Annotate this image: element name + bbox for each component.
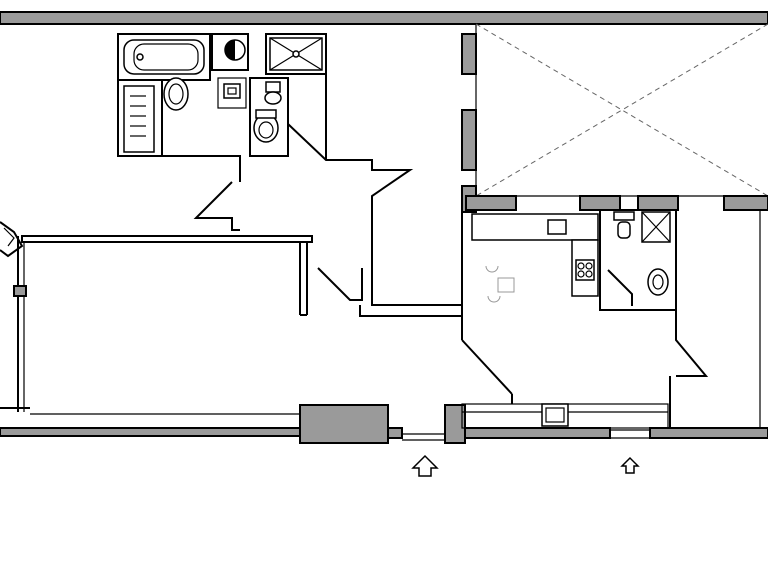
kitchen-counter-top — [471, 213, 599, 241]
corridor — [193, 121, 462, 317]
bathroom-sink-icon — [163, 77, 189, 111]
boiler-icon — [223, 83, 241, 99]
hall-wall-2 — [287, 121, 462, 306]
wc — [249, 77, 289, 157]
bay-window-glazing — [3, 227, 15, 247]
kitchen-top-wall-c — [637, 195, 679, 211]
bathtub-drain-icon — [136, 53, 144, 61]
washer-drum-icon — [225, 40, 235, 60]
right-wet-room-door-swing — [607, 269, 633, 306]
bay-window-frame — [0, 221, 24, 258]
bottom-exterior-wall-left — [0, 427, 301, 437]
boiler-panel — [227, 87, 237, 95]
bathroom-inner-wall — [161, 80, 210, 157]
right-shower-diag-2 — [641, 211, 671, 243]
bay-window — [0, 221, 24, 258]
bathtub-inner — [133, 43, 199, 71]
kitchen-top-wall-a — [465, 195, 517, 211]
bottom-exterior-wall-right — [649, 427, 768, 439]
wc-bowl-icon — [264, 91, 282, 105]
right-wet-room-walls — [599, 209, 677, 311]
living-room-top-wall — [21, 235, 313, 243]
shower-room — [265, 33, 327, 160]
void-opening — [461, 23, 768, 213]
hall-corridor-bottom — [359, 305, 462, 317]
hall-door-swing-left — [193, 181, 240, 231]
entrance-doorways — [402, 429, 650, 441]
void-diagonal-2 — [475, 23, 768, 197]
right-wc-cistern-icon — [613, 211, 635, 221]
storage-cabinet-icon — [541, 403, 569, 427]
right-wc-bowl-icon — [617, 221, 631, 239]
bottom-wall-block-left — [299, 404, 389, 444]
bathroom — [117, 33, 249, 157]
bottom-wall-block-center — [444, 404, 466, 444]
washer-cabinet — [211, 33, 249, 71]
wc-cistern-icon — [265, 81, 281, 93]
bottom-wall-pier — [387, 427, 403, 439]
void-wall-pier-1 — [461, 33, 477, 75]
void-wall-pier-2 — [461, 109, 477, 171]
dining-chair-2-icon — [487, 295, 501, 303]
storage-strip — [461, 403, 669, 429]
burner-2-icon — [585, 262, 593, 270]
kitchen — [461, 195, 768, 404]
right-corridor-door-swing — [675, 310, 709, 377]
hall-door-swing-lower — [317, 267, 363, 301]
bathroom-sink-bowl — [168, 83, 184, 105]
kitchen-top-wall-b — [579, 195, 621, 211]
kitchen-sink-icon — [547, 219, 567, 235]
toilet-tank-icon — [255, 109, 277, 119]
bathroom-top-wall — [117, 33, 211, 81]
living-room — [0, 235, 313, 415]
secondary-entrance-arrow-icon — [620, 456, 640, 474]
wc-walls — [249, 77, 289, 157]
bathtub-icon — [123, 39, 205, 75]
toilet-seat — [258, 121, 274, 139]
shower-drain-icon — [292, 50, 300, 58]
main-entrance-arrow-icon — [411, 454, 439, 477]
burner-3-icon — [577, 270, 585, 278]
dining-table-icon — [497, 277, 515, 293]
void-diagonal-1 — [475, 23, 768, 197]
dining-chair-1-icon — [485, 265, 499, 273]
right-sink-icon — [647, 268, 669, 296]
laundry-zone — [217, 77, 247, 109]
window-pier — [13, 285, 27, 297]
kitchen-top-wall-d — [723, 195, 768, 211]
top-exterior-wall — [0, 11, 768, 25]
right-wet-room — [599, 209, 709, 428]
towel-radiator-icon — [123, 85, 155, 153]
burner-1-icon — [577, 262, 585, 270]
right-sink-bowl — [652, 274, 664, 290]
entrance-arrows — [411, 454, 640, 477]
bottom-exterior-wall-middle — [464, 427, 611, 439]
storage-cabinet-door — [545, 407, 565, 423]
burner-4-icon — [585, 270, 593, 278]
kitchen-door-swing — [461, 339, 513, 395]
hall-wall-1 — [210, 155, 241, 182]
cooktop-icon — [575, 259, 595, 281]
